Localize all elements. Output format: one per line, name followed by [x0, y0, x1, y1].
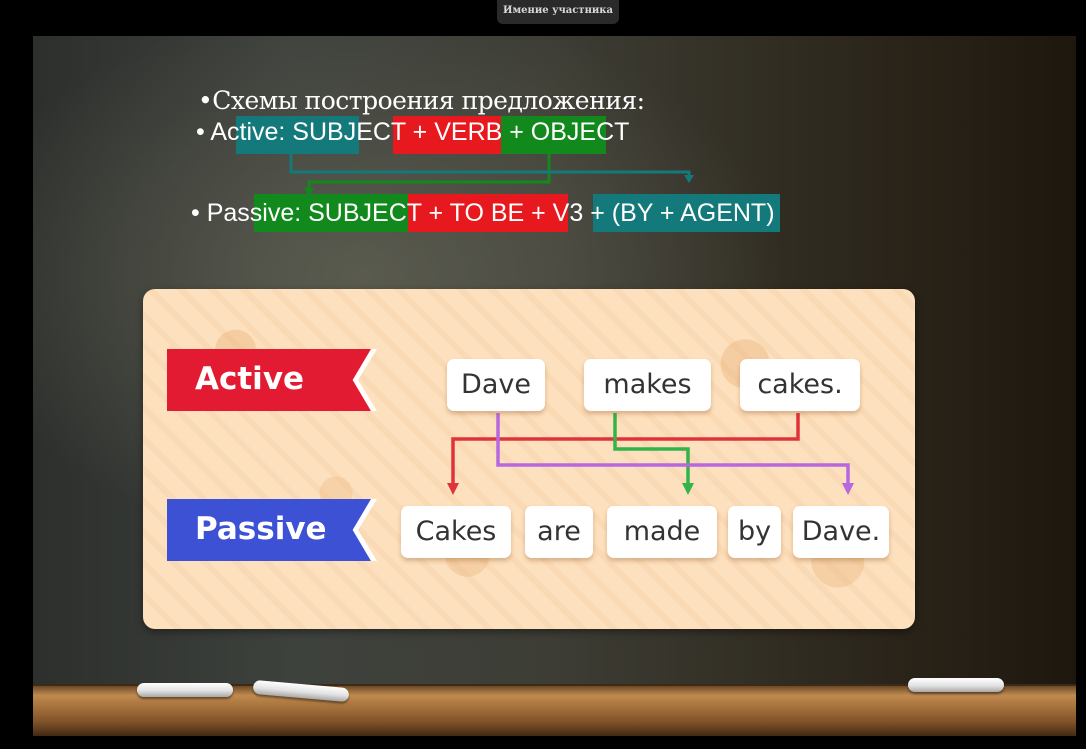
passive-word-tobe: are [525, 506, 593, 558]
highlight-green-subject [254, 194, 408, 232]
chalkboard-slide: •Схемы построения предложения: • Active:… [33, 36, 1076, 736]
connector-arrowhead-green [304, 188, 314, 196]
chalk-piece-right [908, 678, 1004, 692]
arrow-dave-to-dave [496, 413, 850, 485]
connector-subject-to-agent [289, 154, 691, 178]
formula-connectors [289, 154, 694, 196]
arrow-makes-to-made [613, 413, 690, 485]
highlight-teal-subject [236, 116, 359, 154]
passive-ribbon: Passive [167, 499, 371, 561]
highlight-red-tobe-v3 [408, 194, 568, 232]
highlight-green-object [501, 116, 606, 154]
passive-word-by: by [728, 506, 781, 558]
passive-word-v3: made [607, 506, 717, 558]
highlight-teal-agent [593, 194, 780, 232]
connector-arrowhead-teal [684, 175, 694, 183]
arrow-makes-to-made-head [682, 483, 694, 495]
active-passive-card: Active Passive Dave makes cakes. Cakes a… [143, 289, 915, 629]
passive-word-subject: Cakes [401, 506, 511, 558]
active-ribbon: Active [167, 349, 371, 411]
active-word-subject: Dave [447, 359, 545, 411]
passive-formula: • Passive: SUBJECT + TO BE + V3 + (BY + … [191, 199, 775, 227]
slide-title: •Схемы построения предложения: [198, 86, 645, 115]
arrow-dave-to-dave-head [842, 483, 854, 495]
chalk-piece-left [137, 683, 233, 697]
word-mapping-arrows [447, 413, 854, 495]
participant-name-tab: Имение участника [497, 0, 619, 24]
arrow-cakes-to-cakes-head [447, 483, 459, 495]
highlight-red-verb [393, 116, 501, 154]
active-formula: • Active: SUBJECT + VERB + OBJECT [196, 118, 630, 146]
arrow-cakes-to-cakes [451, 413, 800, 485]
passive-word-agent: Dave. [793, 506, 889, 558]
connector-object-to-subject [307, 154, 551, 192]
active-word-verb: makes [584, 359, 711, 411]
active-word-object: cakes. [740, 359, 860, 411]
